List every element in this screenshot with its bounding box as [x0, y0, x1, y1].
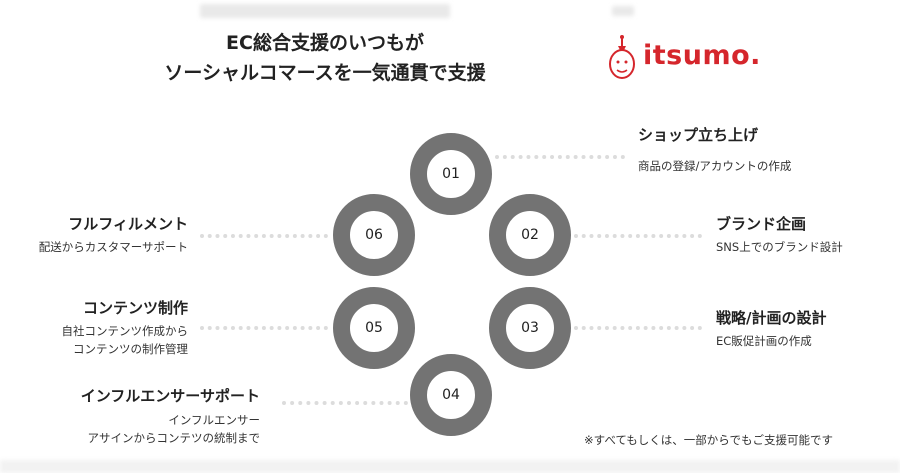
step-number-02: 02 — [521, 227, 539, 243]
step-number-01: 01 — [442, 166, 460, 182]
step-ring-02: 02 — [489, 194, 571, 276]
step-desc-01: 商品の登録/アカウントの作成 — [638, 159, 792, 173]
step-number-06: 06 — [365, 227, 383, 243]
step-title-04: インフルエンサーサポート — [80, 387, 260, 405]
connector-04 — [282, 401, 408, 405]
step-number-03: 03 — [521, 320, 539, 336]
step-title-03: 戦略/計画の設計 — [716, 309, 827, 327]
connector-03 — [574, 326, 702, 330]
step-number-05: 05 — [365, 320, 383, 336]
footer-note: ※すべてもしくは、一部からでもご支援可能です — [584, 433, 833, 447]
step-ring-04: 04 — [410, 354, 492, 436]
step-ring-06: 06 — [333, 194, 415, 276]
step-ring-03: 03 — [489, 287, 571, 369]
step-ring-05: 05 — [333, 287, 415, 369]
step-desc-04-line-2: アサインからコンテツの統制まで — [87, 431, 261, 445]
brand-logo: itsumo. — [605, 34, 775, 84]
step-desc-05-line-2: コンテンツの制作管理 — [73, 342, 188, 356]
headline-line-1: EC総合支援のいつもが — [226, 32, 424, 54]
connector-05 — [200, 326, 328, 330]
logo-text: itsumo. — [643, 40, 761, 71]
blurred-top-strip — [200, 4, 450, 18]
step-title-02: ブランド企画 — [716, 215, 807, 233]
mascot-face-icon — [609, 35, 635, 79]
step-title-06: フルフィルメント — [68, 215, 188, 233]
step-desc-02: SNS上でのブランド設計 — [716, 240, 843, 254]
step-ring-01: 01 — [410, 133, 492, 215]
step-title-05: コンテンツ制作 — [82, 299, 188, 317]
step-desc-03: EC販促計画の作成 — [716, 334, 812, 348]
connector-06 — [200, 234, 328, 238]
headline: EC総合支援のいつもが ソーシャルコマースを一気通貫で支援 — [130, 28, 520, 88]
blurred-top-mark — [612, 6, 634, 16]
step-desc-05-line-1: 自社コンテンツ作成から — [61, 324, 189, 338]
blurred-bottom-strip — [0, 460, 900, 473]
step-desc-06: 配送からカスタマーサポート — [38, 240, 188, 254]
step-title-01: ショップ立ち上げ — [638, 126, 759, 144]
connector-01 — [495, 155, 625, 159]
step-number-04: 04 — [442, 387, 460, 403]
step-desc-04-line-1: インフルエンサー — [168, 413, 260, 427]
headline-line-2: ソーシャルコマースを一気通貫で支援 — [164, 62, 486, 84]
connector-02 — [574, 234, 702, 238]
